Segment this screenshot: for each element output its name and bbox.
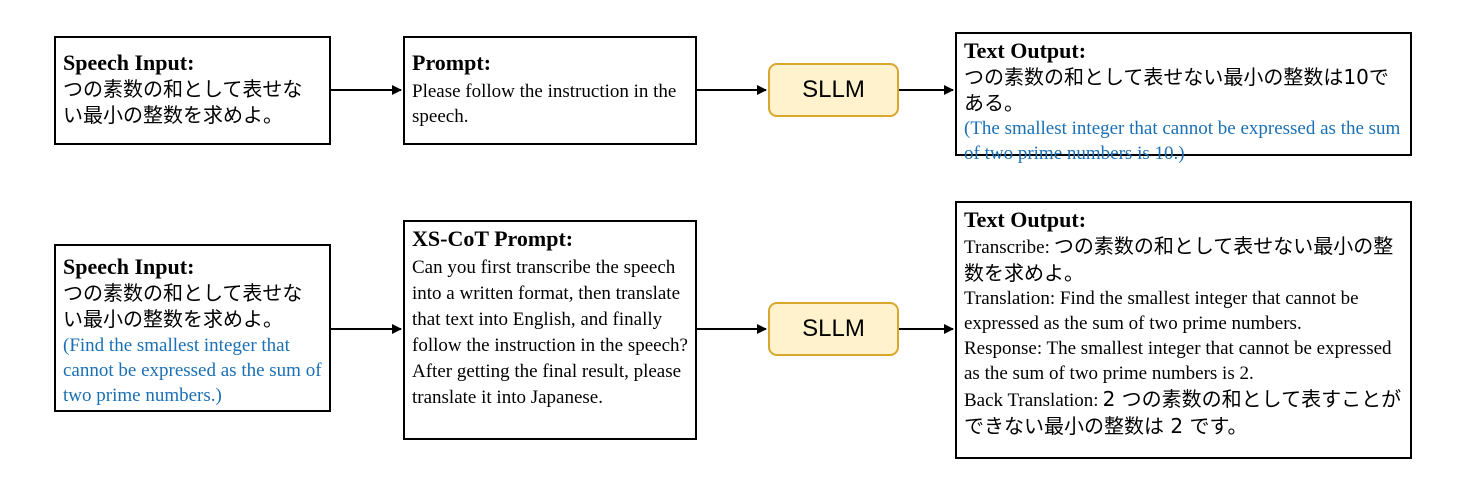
speech-input-box-row1: Speech Input: つの素数の和として表せない最小の整数を求めよ。 — [54, 36, 331, 145]
xs-cot-prompt-title: XS-CoT Prompt: — [412, 226, 574, 251]
sllm-node-row1: SLLM — [768, 63, 899, 117]
speech-input-box-row2: Speech Input: つの素数の和として表せない最小の整数を求めよ。 (F… — [54, 244, 331, 412]
prompt-title: Prompt: — [412, 50, 492, 75]
text-output-box-row1: Text Output: つの素数の和として表せない最小の整数は10である。 (… — [955, 32, 1412, 164]
transcribe-label: Transcribe: — [964, 237, 1050, 258]
transcribe-line: Transcribe: つの素数の和として表せない最小の整数を求めよ。 — [964, 233, 1403, 286]
text-output-translation: (The smallest integer that cannot be exp… — [964, 118, 1401, 164]
sllm-label: SLLM — [802, 76, 865, 103]
sllm-label: SLLM — [802, 315, 865, 342]
back-translation-text: 2 つの素数の和として表すことができない最小の整数は 2 です。 — [964, 387, 1402, 438]
text-output-title: Text Output: — [964, 38, 1087, 63]
response-line: Response: The smallest integer that cann… — [964, 338, 1392, 384]
transcribe-text: つの素数の和として表せない最小の整数を求めよ。 — [964, 234, 1394, 285]
speech-input-text: つの素数の和として表せない最小の整数を求めよ。 — [63, 77, 303, 127]
back-translation-line: Back Translation: 2 つの素数の和として表すことができない最小… — [964, 386, 1403, 439]
xs-cot-prompt-text: Can you first transcribe the speech into… — [412, 257, 688, 408]
translation-line: Translation: Find the smallest integer t… — [964, 288, 1359, 334]
speech-input-title: Speech Input: — [63, 50, 195, 75]
sllm-node-row2: SLLM — [768, 302, 899, 356]
text-output-box-row2: Text Output: Transcribe: つの素数の和として表せない最小… — [955, 201, 1412, 459]
prompt-text: Please follow the instruction in the spe… — [412, 81, 677, 127]
back-translation-label: Back Translation: — [964, 390, 1099, 411]
xs-cot-prompt-box: XS-CoT Prompt: Can you first transcribe … — [403, 220, 697, 440]
speech-input-translation: (Find the smallest integer that cannot b… — [63, 335, 322, 406]
speech-input-text: つの素数の和として表せない最小の整数を求めよ。 — [63, 281, 303, 331]
text-output-jp: つの素数の和として表せない最小の整数は10である。 — [964, 65, 1389, 115]
prompt-box-row1: Prompt: Please follow the instruction in… — [403, 36, 697, 145]
text-output-title: Text Output: — [964, 207, 1087, 232]
speech-input-title: Speech Input: — [63, 254, 195, 279]
